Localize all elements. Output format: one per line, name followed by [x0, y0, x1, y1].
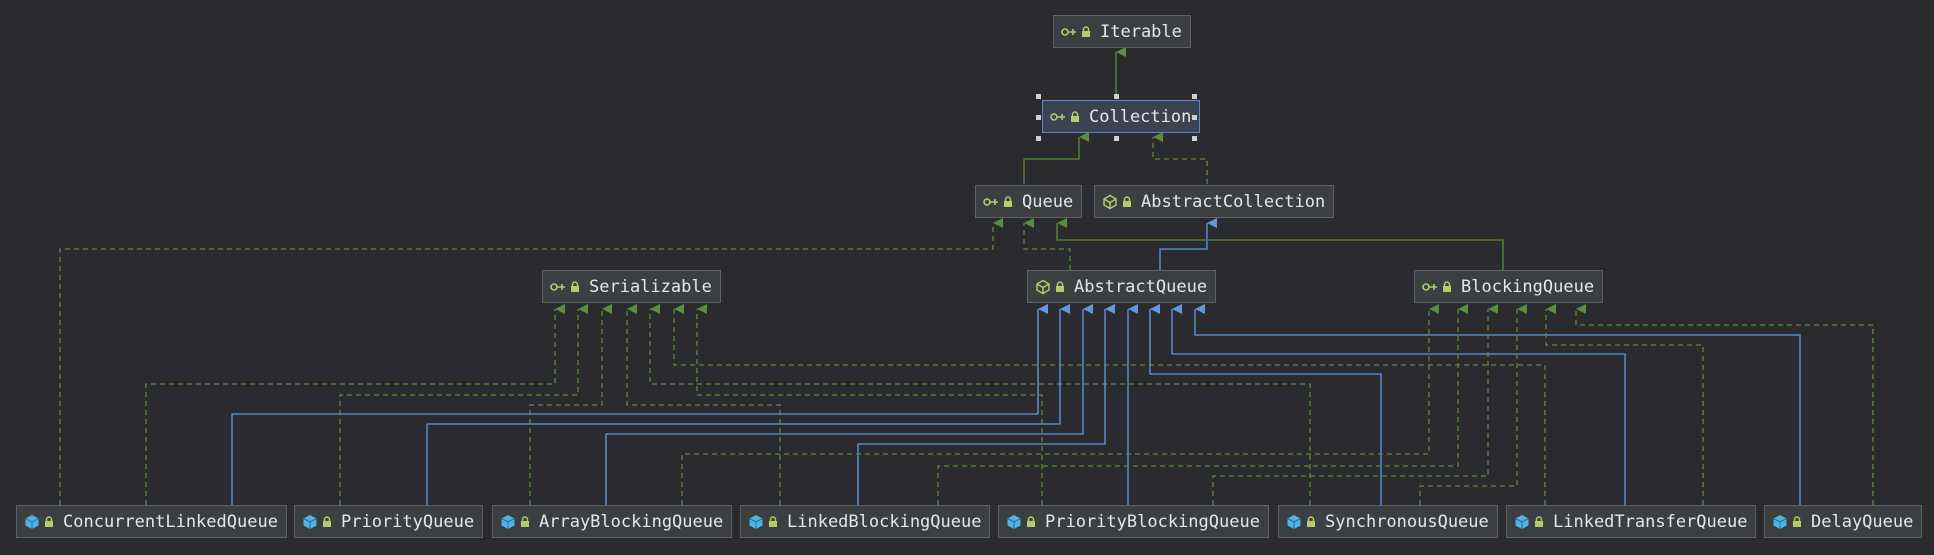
class-icon — [1285, 513, 1303, 531]
edge-abstractqueue-queue — [1023, 218, 1071, 270]
lock-icon — [1533, 515, 1545, 529]
edge-priorityqueue-abstractqueue — [426, 304, 1070, 505]
edge-priorityqueue-serializable — [339, 304, 588, 505]
node-label: PriorityQueue — [341, 511, 475, 532]
edge-abstractcollection-collection — [1152, 132, 1208, 184]
abstract-class-icon — [1101, 193, 1119, 211]
lock-icon — [321, 515, 333, 529]
interface-icon — [1049, 108, 1067, 126]
edge-concurrent-abstractqueue — [231, 304, 1048, 505]
node-delay-queue[interactable]: DelayQueue — [1764, 505, 1923, 538]
lock-icon — [1054, 280, 1066, 294]
node-abstract-queue[interactable]: AbstractQueue — [1027, 270, 1217, 303]
lock-icon — [1305, 515, 1317, 529]
node-queue[interactable]: Queue — [975, 185, 1083, 218]
node-collection[interactable]: Collection — [1042, 100, 1201, 133]
lock-icon — [1002, 195, 1014, 209]
node-label: ConcurrentLinkedQueue — [63, 511, 278, 532]
edge-linkedtransfer-blockingqueue — [1545, 304, 1704, 505]
edge-arrayblocking-serializable — [529, 304, 612, 505]
edge-priorityblocking-serializable — [696, 304, 1043, 505]
class-icon — [747, 513, 765, 531]
edge-synchronous-abstractqueue — [1149, 304, 1382, 505]
edge-linkedblocking-serializable — [626, 304, 781, 505]
selection-handle[interactable] — [1192, 94, 1197, 99]
selection-handle[interactable] — [1192, 115, 1197, 120]
lock-icon — [1441, 280, 1453, 294]
interface-icon — [549, 278, 567, 296]
node-label: PriorityBlockingQueue — [1045, 511, 1260, 532]
selection-handle[interactable] — [1114, 94, 1119, 99]
node-label: Collection — [1089, 106, 1192, 127]
node-concurrent-linked-queue[interactable]: ConcurrentLinkedQueue — [16, 505, 287, 538]
edge-queue-collection — [1023, 132, 1089, 184]
node-label: LinkedBlockingQueue — [787, 511, 982, 532]
interface-icon — [1421, 278, 1439, 296]
class-icon — [301, 513, 319, 531]
edge-concurrent-queue — [59, 218, 1003, 505]
node-label: DelayQueue — [1811, 511, 1914, 532]
node-serializable[interactable]: Serializable — [542, 270, 721, 303]
edge-linkedblocking-abstractqueue — [857, 304, 1115, 505]
node-label: SynchronousQueue — [1325, 511, 1489, 532]
edge-synchronous-serializable — [649, 304, 1311, 505]
node-label: Serializable — [589, 276, 712, 297]
lock-icon — [1121, 195, 1133, 209]
node-priority-queue[interactable]: PriorityQueue — [294, 505, 484, 538]
node-label: BlockingQueue — [1461, 276, 1595, 297]
edge-synchronous-blockingqueue — [1419, 304, 1527, 505]
lock-icon — [767, 515, 779, 529]
class-icon — [23, 513, 41, 531]
lock-icon — [569, 280, 581, 294]
edge-linkedtransfer-serializable — [673, 304, 1546, 505]
node-blocking-queue[interactable]: BlockingQueue — [1414, 270, 1604, 303]
selection-handle[interactable] — [1192, 136, 1197, 141]
edge-linkedblocking-blockingqueue — [937, 304, 1468, 505]
node-priority-blocking-queue[interactable]: PriorityBlockingQueue — [998, 505, 1269, 538]
edge-linkedtransfer-abstractqueue — [1171, 304, 1626, 505]
edge-priorityblocking-blockingqueue — [1212, 304, 1498, 505]
lock-icon — [519, 515, 531, 529]
selection-handle[interactable] — [1036, 115, 1041, 120]
node-label: AbstractQueue — [1074, 276, 1208, 297]
edge-arrayblocking-abstractqueue — [605, 304, 1093, 505]
node-abstract-collection[interactable]: AbstractCollection — [1094, 185, 1335, 218]
interface-icon — [982, 193, 1000, 211]
node-iterable[interactable]: Iterable — [1053, 15, 1191, 48]
edge-concurrent-serializable — [145, 304, 565, 505]
class-icon — [1005, 513, 1023, 531]
node-linked-transfer-queue[interactable]: LinkedTransferQueue — [1506, 505, 1757, 538]
node-label: ArrayBlockingQueue — [539, 511, 724, 532]
edge-delay-blockingqueue — [1575, 304, 1874, 505]
lock-icon — [1791, 515, 1803, 529]
selection-handle[interactable] — [1036, 136, 1041, 141]
edge-blockingqueue-queue — [1056, 218, 1504, 270]
class-icon — [1771, 513, 1789, 531]
edge-delay-abstractqueue — [1194, 304, 1801, 505]
lock-icon — [43, 515, 55, 529]
node-synchronous-queue[interactable]: SynchronousQueue — [1278, 505, 1498, 538]
class-icon — [499, 513, 517, 531]
lock-icon — [1080, 25, 1092, 39]
abstract-class-icon — [1034, 278, 1052, 296]
node-label: Queue — [1022, 191, 1074, 212]
lock-icon — [1025, 515, 1037, 529]
selection-handle[interactable] — [1036, 94, 1041, 99]
interface-icon — [1060, 23, 1078, 41]
selection-handle[interactable] — [1114, 136, 1119, 141]
node-linked-blocking-queue[interactable]: LinkedBlockingQueue — [740, 505, 991, 538]
node-array-blocking-queue[interactable]: ArrayBlockingQueue — [492, 505, 733, 538]
node-label: AbstractCollection — [1141, 191, 1326, 212]
lock-icon — [1069, 110, 1081, 124]
node-label: LinkedTransferQueue — [1553, 511, 1748, 532]
node-label: Iterable — [1100, 21, 1182, 42]
edge-abstractqueue-abstractcollection — [1159, 218, 1217, 270]
class-icon — [1513, 513, 1531, 531]
edge-arrayblocking-blockingqueue — [681, 304, 1439, 505]
